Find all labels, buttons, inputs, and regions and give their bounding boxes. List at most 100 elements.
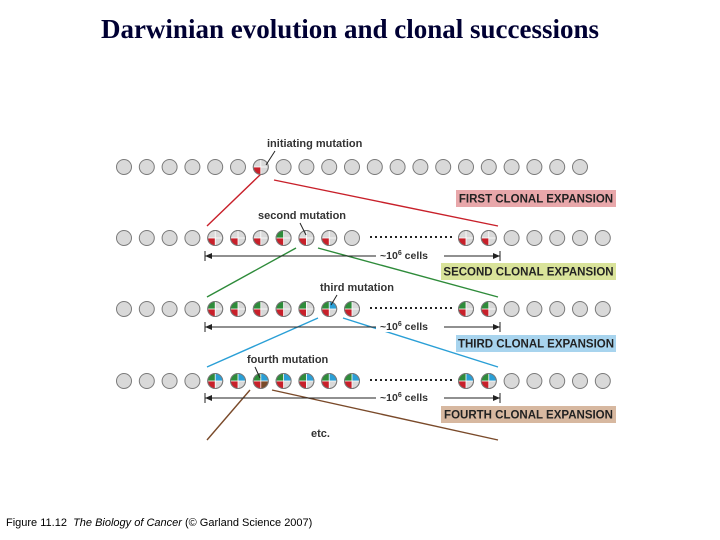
fourth-expansion-box	[441, 406, 616, 423]
cell	[207, 230, 224, 246]
cell	[138, 159, 155, 175]
cell	[230, 230, 246, 246]
line-red-right	[273, 179, 499, 227]
fourth-mutation-label: fourth mutation	[247, 354, 329, 366]
cell-count-label-row2: ~106 cells	[380, 250, 428, 262]
fourth-expansion-label: FOURTH CLONAL EXPANSION	[444, 410, 613, 422]
cell	[412, 159, 429, 175]
cell	[161, 301, 178, 317]
cell	[503, 373, 520, 389]
cell	[572, 230, 588, 246]
first-expansion-label: FIRST CLONAL EXPANSION	[459, 194, 613, 206]
expansion-boxes: FIRST CLONAL EXPANSION SECOND CLONAL EXP…	[441, 190, 616, 423]
cell	[549, 159, 566, 175]
second-expansion-label: SECOND CLONAL EXPANSION	[443, 267, 613, 279]
cell	[526, 301, 543, 317]
caption-book: The Biology of Cancer	[73, 517, 182, 529]
cell	[116, 230, 132, 246]
cell	[275, 301, 292, 317]
cell	[230, 159, 246, 175]
cell	[549, 373, 566, 389]
cell	[275, 159, 292, 175]
etc-label: etc.	[311, 428, 330, 440]
cell	[549, 230, 566, 246]
cell	[252, 373, 269, 389]
cell	[116, 301, 132, 317]
cell-rows	[116, 159, 611, 389]
cell	[298, 373, 315, 389]
cell	[549, 301, 566, 317]
cell	[321, 230, 338, 246]
cell	[572, 301, 588, 317]
figure-caption: Figure 11.12 The Biology of Cancer (© Ga…	[6, 517, 312, 529]
cell	[161, 159, 178, 175]
cell	[138, 230, 155, 246]
cell	[435, 159, 452, 175]
cell-count-label-row4: ~106 cells	[380, 392, 428, 404]
cell	[344, 159, 360, 175]
cell	[344, 301, 360, 317]
cell-count-labels: ~106 cells ~106 cells ~106 cells	[376, 247, 444, 404]
cell	[344, 230, 360, 246]
cell	[572, 373, 588, 389]
cell	[526, 230, 543, 246]
cell	[298, 230, 315, 246]
cell	[275, 230, 292, 246]
cell	[594, 301, 611, 317]
cell	[526, 159, 543, 175]
cell	[252, 230, 269, 246]
cell	[526, 373, 543, 389]
cell	[321, 373, 338, 389]
cell	[572, 159, 588, 175]
cell	[161, 373, 178, 389]
cell	[207, 373, 224, 389]
cell	[184, 301, 201, 317]
cell	[138, 373, 155, 389]
cell	[161, 230, 178, 246]
cell	[458, 301, 474, 317]
cell	[321, 301, 338, 317]
cell	[252, 301, 269, 317]
cell	[298, 159, 315, 175]
line-green-left	[206, 247, 297, 298]
cell	[503, 230, 520, 246]
cell	[230, 373, 246, 389]
cell	[503, 301, 520, 317]
third-expansion-box	[456, 335, 616, 352]
cell-count-arrows	[205, 253, 500, 401]
cell-count-label-row3: ~106 cells	[380, 321, 428, 333]
cell	[458, 373, 474, 389]
cell	[184, 159, 201, 175]
cell	[458, 159, 474, 175]
caption-credit: (© Garland Science 2007)	[184, 517, 313, 529]
cell	[184, 373, 201, 389]
cell	[116, 159, 132, 175]
cell	[458, 230, 474, 246]
cell-count-ticks	[204, 251, 501, 403]
cell	[480, 373, 497, 389]
mutation-labels: initiating mutation second mutation thir…	[247, 138, 394, 440]
slide-title: Darwinian evolution and clonal successio…	[100, 14, 600, 44]
second-mutation-label: second mutation	[258, 210, 346, 222]
cell	[275, 373, 292, 389]
cell	[252, 159, 269, 175]
first-expansion-box	[456, 190, 616, 207]
cell	[344, 373, 360, 389]
cell	[207, 159, 224, 175]
cell	[389, 159, 406, 175]
cell	[207, 301, 224, 317]
caption-figure: Figure 11.12	[6, 517, 67, 529]
cell	[230, 301, 246, 317]
third-expansion-label: THIRD CLONAL EXPANSION	[458, 339, 614, 351]
cell	[594, 230, 611, 246]
cell	[366, 159, 383, 175]
cell	[480, 230, 497, 246]
second-expansion-box	[441, 263, 616, 280]
third-mutation-label: third mutation	[320, 282, 394, 294]
cell	[594, 373, 611, 389]
cell	[503, 159, 520, 175]
cell	[298, 301, 315, 317]
line-red-left	[206, 172, 263, 227]
cell	[138, 301, 155, 317]
